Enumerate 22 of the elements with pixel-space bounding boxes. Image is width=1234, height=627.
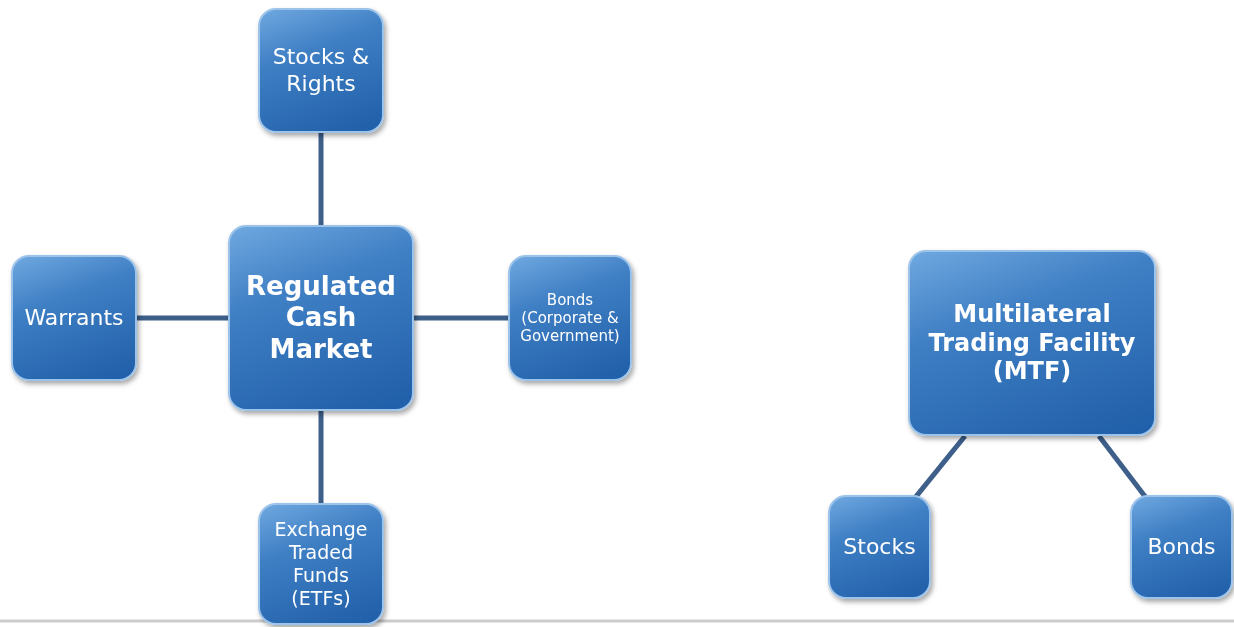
rounded-box	[258, 503, 384, 625]
box-label: Stocks	[843, 533, 916, 561]
box-label: Multilateral Trading Facility (MTF)	[927, 299, 1137, 387]
rounded-box	[828, 495, 931, 599]
rounded-box	[508, 255, 632, 381]
rounded-box	[908, 250, 1156, 436]
connector-line	[137, 315, 228, 321]
box-label: Warrants	[24, 304, 124, 332]
rounded-box	[1130, 495, 1233, 599]
connector-line	[318, 411, 324, 503]
box-label: Exchange Traded Funds (ETFs)	[273, 518, 369, 610]
connector-line	[414, 315, 508, 321]
box-label: Bonds	[1147, 533, 1216, 561]
connector-line	[913, 434, 967, 499]
connector-line	[318, 133, 324, 225]
box-label: Bonds (Corporate & Government)	[519, 291, 621, 345]
rounded-box	[258, 8, 384, 133]
rounded-box	[228, 225, 414, 411]
box-label: Regulated Cash Market	[245, 271, 397, 365]
box-label: Stocks & Rights	[271, 44, 371, 97]
rounded-box	[11, 255, 137, 381]
connector-line	[1096, 434, 1148, 499]
